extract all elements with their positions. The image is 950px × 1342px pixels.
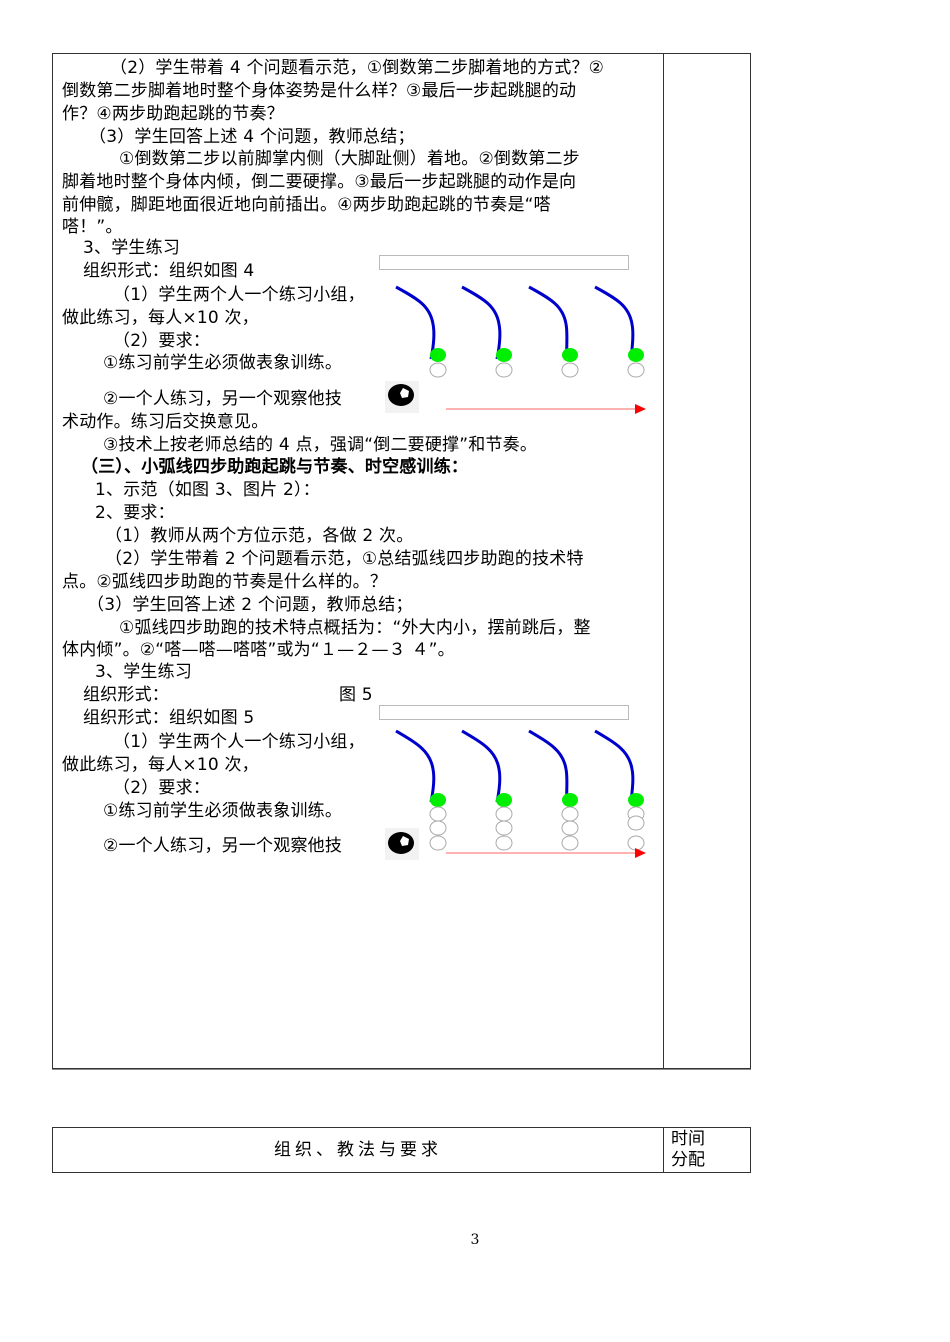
page-number: 3 — [470, 1232, 480, 1248]
text-line: 倒数第二步脚着地时整个身体姿势是什么样？③最后一步起跳腿的动 — [62, 81, 577, 101]
text-line: （2）学生带着 4 个问题看示范，①倒数第二步脚着地的方式？② — [110, 58, 605, 78]
practice-heading: 3、学生练习 — [95, 662, 193, 682]
text-line: （3）学生回答上述 2 个问题，教师总结； — [87, 595, 413, 615]
text-line: （1）教师从两个方位示范，各做 2 次。 — [105, 526, 414, 546]
header-time-allocation: 时间 分配 — [671, 1129, 721, 1171]
text-line: （2）要求： — [113, 331, 211, 351]
header-table: 组织、教法与要求 时间 分配 — [52, 1127, 751, 1173]
lesson-plan-table: （2）学生带着 4 个问题看示范，①倒数第二步脚着地的方式？② 倒数第二步脚着地… — [52, 53, 751, 1070]
text-line: ①倒数第二步以前脚掌内侧（大脚趾侧）着地。②倒数第二步 — [119, 149, 580, 169]
header-org-methods: 组织、教法与要求 — [274, 1140, 442, 1160]
text-line: （2）要求： — [113, 778, 211, 798]
runway-bar — [379, 705, 629, 720]
text-line: 组织形式：组织如图 4 — [83, 261, 255, 281]
run-up-curves-icon — [385, 729, 646, 860]
figure-4-diagram — [373, 254, 663, 414]
text-line: ①练习前学生必须做表象训练。 — [103, 353, 343, 373]
text-line: ③技术上按老师总结的 4 点，强调“倒二要硬撑”和节奏。 — [103, 435, 538, 455]
runway-bar — [379, 255, 629, 270]
run-up-curves-icon — [385, 285, 646, 414]
text-line: 体内倾”。②“嗒—嗒—嗒嗒”或为“１—２—３ ４”。 — [62, 640, 455, 660]
text-line: ①练习前学生必须做表象训练。 — [103, 801, 343, 821]
figure-5-diagram — [373, 704, 663, 864]
practice-heading: 3、学生练习 — [83, 238, 181, 258]
header-time-line1: 时间 — [671, 1129, 705, 1149]
text-line: 2、要求： — [95, 503, 175, 523]
text-line: 做此练习，每人×10 次， — [62, 308, 259, 328]
text-line: 术动作。练习后交换意见。 — [62, 412, 269, 432]
ball-icon — [385, 381, 419, 413]
column-divider — [663, 54, 664, 1068]
text-line: （1）学生两个人一个练习小组， — [113, 285, 365, 305]
text-line: ②一个人练习，另一个观察他技 — [103, 836, 343, 856]
section-title: （三）、小弧线四步助跑起跳与节奏、时空感训练： — [81, 457, 469, 477]
text-line: ①弧线四步助跑的技术特点概括为：“外大内小，摆前跳后，整 — [119, 618, 591, 638]
text-line: （1）学生两个人一个练习小组， — [113, 732, 365, 752]
text-line: 做此练习，每人×10 次， — [62, 755, 259, 775]
text-line: 脚着地时整个身体内倾，倒二要硬撑。③最后一步起跳腿的动作是向 — [62, 172, 577, 192]
text-line: （2）学生带着 2 个问题看示范，①总结弧线四步助跑的技术特 — [105, 549, 584, 569]
header-time-line2: 分配 — [671, 1150, 705, 1170]
text-line: 组织形式：组织如图 5 — [83, 708, 255, 728]
text-line: ②一个人练习，另一个观察他技 — [103, 389, 343, 409]
text-line: 点。②弧线四步助跑的节奏是什么样的。？ — [62, 572, 388, 592]
column-divider — [663, 1128, 664, 1172]
text-line: 前伸髋，脚距地面很近地向前插出。④两步助跑起跳的节奏是“嗒 — [62, 195, 551, 215]
text-line: 嗒！”。 — [62, 217, 123, 237]
text-line: 组织形式： — [83, 685, 169, 705]
text-line: 作？④两步助跑起跳的节奏？ — [62, 104, 284, 124]
text-line: （3）学生回答上述 4 个问题，教师总结； — [89, 127, 415, 147]
figure-label: 图 5 — [339, 685, 373, 705]
table-bottom-border — [52, 1069, 751, 1070]
text-line: 1、示范（如图 3、图片 2）： — [95, 480, 320, 500]
ball-icon — [385, 828, 419, 860]
